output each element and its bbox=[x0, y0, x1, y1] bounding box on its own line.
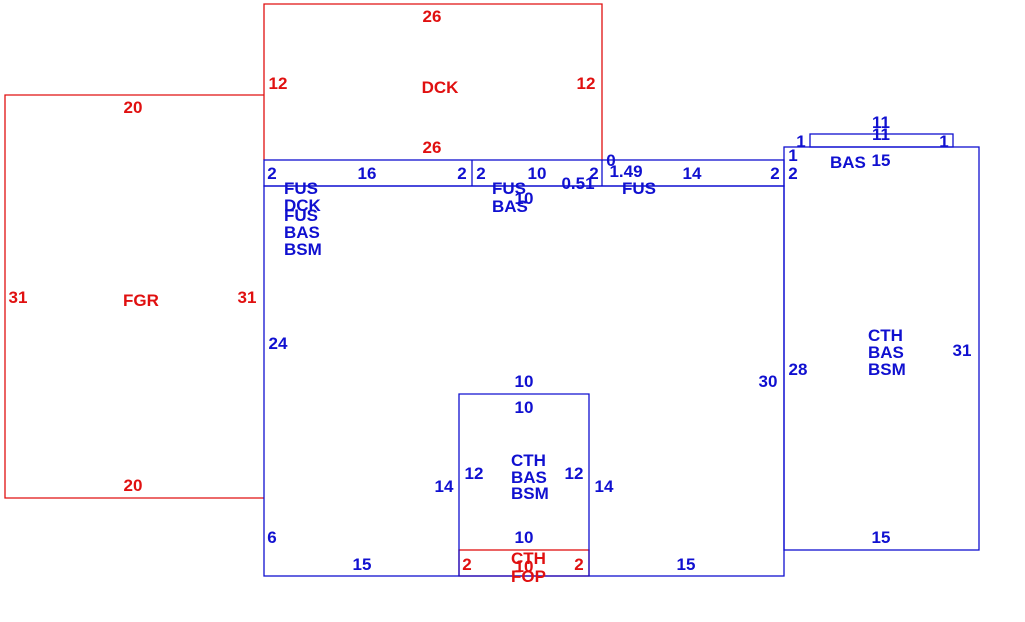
bay-right-outer-dimension: 14 bbox=[595, 477, 614, 496]
bay-right-inner-dimension: 12 bbox=[565, 464, 584, 483]
east-bump-top-dimension: 11 bbox=[872, 113, 890, 132]
area-code: BAS bbox=[284, 223, 320, 242]
fop-right-dimension: 2 bbox=[574, 555, 583, 574]
dck-area-code: DCK bbox=[422, 78, 460, 97]
main-left-dimension: 24 bbox=[269, 334, 288, 353]
strip-right-area-code: FUS bbox=[622, 179, 656, 198]
area-code: BAS bbox=[492, 197, 528, 216]
area-code: BSM bbox=[511, 484, 549, 503]
dck-top-dimension: 26 bbox=[423, 7, 442, 26]
fop-overlap-dimension: 10 bbox=[515, 557, 534, 576]
strip-right-end-dimension: 2 bbox=[770, 164, 779, 183]
strip-left-right-end-dimension: 2 bbox=[457, 164, 466, 183]
east-bump-right-dimension: 1 bbox=[939, 132, 948, 151]
strip-left-length-dimension: 16 bbox=[358, 164, 377, 183]
east-left-top-dimension: 2 bbox=[788, 164, 797, 183]
east-bump-outline bbox=[809, 133, 954, 148]
fop-area-codes: CTH FOP bbox=[511, 549, 546, 586]
east-bottom-dimension: 15 bbox=[872, 528, 891, 547]
area-code: CTH bbox=[868, 326, 903, 345]
fgr-outline bbox=[4, 94, 264, 499]
bay-top-inner-dimension: 10 bbox=[515, 398, 534, 417]
area-code: BAS bbox=[868, 343, 904, 362]
area-code: CTH bbox=[511, 451, 546, 470]
east-right-dimension: 31 bbox=[953, 341, 972, 360]
bay-left-outer-dimension: 14 bbox=[435, 477, 454, 496]
strip-mid-fraction-dimension: 0.51 bbox=[561, 174, 594, 193]
bay-area-codes: CTH BAS BSM bbox=[511, 451, 549, 503]
fgr-right-dimension: 31 bbox=[238, 288, 257, 307]
area-code: BSM bbox=[868, 360, 906, 379]
deck-outline bbox=[263, 3, 603, 160]
bay-top-outer-dimension: 10 bbox=[515, 372, 534, 391]
strip-mid-left-dimension: 2 bbox=[476, 164, 485, 183]
garage-outline bbox=[4, 94, 264, 499]
strip-left-area-codes: FUS DCK FUS BAS BSM bbox=[284, 179, 322, 259]
area-code: FUS bbox=[284, 206, 318, 225]
strip-left-end-dimension: 2 bbox=[267, 164, 276, 183]
east-left-step-dimension: 1 bbox=[788, 146, 797, 165]
strip-mid-right-dimension: 2 bbox=[589, 164, 598, 183]
dck-right-dimension: 12 bbox=[577, 74, 596, 93]
bay-outline bbox=[458, 393, 590, 576]
dck-left-dimension: 12 bbox=[269, 74, 288, 93]
strip-mid-length-dimension: 10 bbox=[528, 164, 547, 183]
east-bump-inner-dimension: 11 bbox=[872, 125, 890, 144]
east-bump-area-code: BAS bbox=[830, 153, 866, 172]
area-code: FUS bbox=[284, 179, 318, 198]
fgr-left-dimension: 31 bbox=[9, 288, 28, 307]
fgr-top-dimension: 20 bbox=[124, 98, 143, 117]
east-top-dimension: 15 bbox=[872, 151, 891, 170]
strip-mid-overlap-dimension: 10 bbox=[515, 189, 534, 208]
dck-bottom-dimension: 26 bbox=[423, 138, 442, 157]
strip-right-zero-dimension: 0 bbox=[606, 151, 615, 170]
area-code: FOP bbox=[511, 567, 546, 586]
main-right-dimension: 30 bbox=[759, 372, 778, 391]
area-code: DCK bbox=[284, 196, 322, 215]
strip-right-length-dimension: 14 bbox=[683, 164, 702, 183]
east-bump-left-dimension: 1 bbox=[796, 132, 805, 151]
main-bottom-right-dimension: 15 bbox=[677, 555, 696, 574]
bay-bottom-dimension: 10 bbox=[515, 528, 534, 547]
area-code: CTH bbox=[511, 549, 546, 568]
main-bottom-left-dimension: 15 bbox=[353, 555, 372, 574]
east-area-codes: CTH BAS BSM bbox=[868, 326, 906, 379]
east-left-dimension: 28 bbox=[789, 360, 808, 379]
main-left-lower-dimension: 6 bbox=[267, 528, 276, 547]
area-code: BSM bbox=[284, 240, 322, 259]
area-code: FUS bbox=[492, 179, 526, 198]
fgr-area-code: FGR bbox=[123, 291, 159, 310]
strip-mid-area-codes: FUS BAS bbox=[492, 179, 528, 216]
area-code: BAS bbox=[511, 468, 547, 487]
strip-right-fraction-dimension: 1.49 bbox=[609, 162, 642, 181]
fgr-bottom-dimension: 20 bbox=[124, 476, 143, 495]
bay-left-inner-dimension: 12 bbox=[465, 464, 484, 483]
fop-left-dimension: 2 bbox=[462, 555, 471, 574]
